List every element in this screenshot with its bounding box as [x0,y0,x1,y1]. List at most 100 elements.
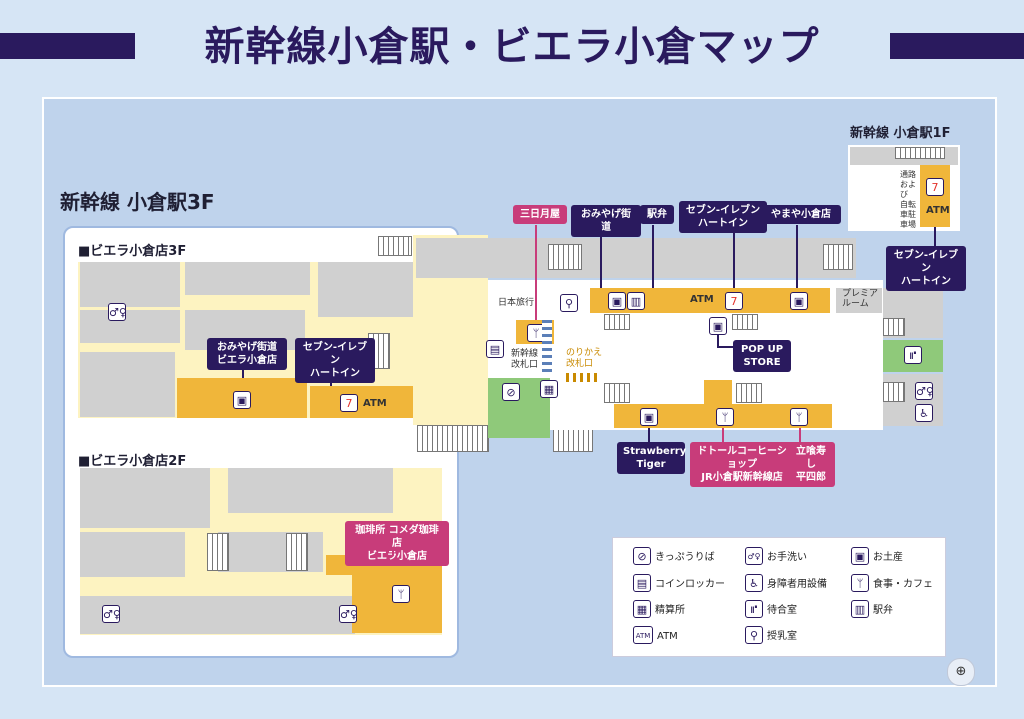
shop-block [228,468,393,513]
food-cafe-icon: ᛘ [392,585,410,603]
floor-title-1f: 新幹線 小倉駅1F [850,126,951,141]
leader-line [242,366,244,378]
shop-block [80,532,185,577]
legend-label: 食事・カフェ [873,579,933,590]
legend-item-fare-adjustment: ▦ 精算所 [633,600,685,621]
leader-line [733,233,735,288]
transfer-gate-text: のりかえ 改札口 [566,348,603,369]
waiting-room-icon: ⑈ [904,346,922,364]
legend-label: ATM [657,631,678,642]
legend-item-food-cafe: ᛘ 食事・カフェ [851,574,933,595]
shop-block [80,262,180,307]
coin-locker-icon: ▤ [486,340,504,358]
shop-block [80,596,355,634]
leader-line [652,225,654,288]
legend-label: 駅弁 [873,605,893,616]
atm-icon: ATM [633,626,653,644]
label-omiyage-biera: おみやげ街道 ビエラ小倉店 [207,338,287,370]
leader-line [722,428,724,442]
fare-adjustment-icon: ▦ [633,600,651,618]
label-seven-eleven: セブン-イレブン ハートイン [679,201,767,233]
souvenir-icon: ▣ [851,547,869,565]
label-seven-1f: セブン-イレブン ハートイン [886,246,966,291]
stairs [732,314,758,330]
restroom-icon: ♂♀ [745,547,763,565]
legend-item-souvenir: ▣お土産 [851,547,903,568]
shop-block [80,310,180,343]
shop-seven-biera[interactable] [310,386,413,418]
atm-text: ATM [690,294,714,305]
restroom-icon: ♂♀ [108,303,127,321]
stairs [604,314,630,330]
shop-seven-1f[interactable] [920,165,950,227]
seven-eleven-icon: 7 [340,394,358,412]
legend-label: 精算所 [655,605,685,616]
premium-room [836,288,882,313]
ticket-office-icon: ⊘ [633,547,651,565]
shop-doutor-ext[interactable] [704,380,732,406]
zoom-in-button[interactable]: ⊕ [947,658,975,686]
ticket-office-icon: ⊘ [502,383,520,401]
legend-item-restroom: ♂♀ お手洗い [745,547,807,568]
biera-2f-title: ■ビエラ小倉店2F [78,454,187,469]
legend-label: お手洗い [767,552,807,563]
restroom-icon: ♂♀ [915,382,934,400]
label-strawberry-tiger: Strawberry Tiger [617,442,686,474]
transfer-gate [566,373,600,382]
legend-item-atm: ATM ATM [633,626,678,647]
souvenir-icon: ▣ [640,408,658,426]
leader-line [392,547,394,555]
restroom-icon: ♂♀ [102,605,121,623]
food-cafe-icon: ᛘ [790,408,808,426]
label-seven-biera: セブン-イレブン ハートイン [295,338,375,383]
souvenir-icon: ▣ [233,391,251,409]
shop-block [185,262,310,295]
premium-room-text: プレミア ルーム [842,289,879,309]
accessible-restroom-icon: ♿ [745,574,763,592]
shop-block [318,262,413,317]
label-komeda: 珈琲所 コメダ珈琲店 ビエラ小倉店 [345,521,449,566]
ekiben-icon: ▥ [627,292,645,310]
legend-label: 待合室 [767,605,797,616]
page-title: 新幹線小倉駅・ビエラ小倉マップ [204,24,820,70]
souvenir-icon: ▣ [709,317,727,335]
leader-line [648,428,650,442]
shop-block [80,352,175,417]
souvenir-icon: ▣ [790,292,808,310]
label-popup-store: POP UP STORE [733,340,791,372]
stairs [883,318,905,336]
accessible-restroom-icon: ♿ [915,404,933,422]
food-cafe-icon: ᛘ [716,408,734,426]
seven-eleven-icon: 7 [926,178,944,196]
shinkansen-gate [542,320,552,372]
stairs [378,236,412,256]
legend-item-coin-locker: ▤ コインロッカー [633,574,725,595]
shop-block [80,468,210,528]
stairs [823,244,853,270]
legend-item-ekiben: ▥ 駅弁 [851,600,893,621]
stairs [548,244,582,270]
stairs [286,533,308,571]
legend-label: きっぷうりば [655,552,715,563]
title-bar-left [0,33,135,59]
stairs [207,533,229,571]
coin-locker-icon: ▤ [633,574,651,592]
label-yamaya: やまや小倉店 [761,205,841,224]
legend-label: コインロッカー [655,579,725,590]
legend-label: 授乳室 [767,631,797,642]
shinkansen-gate-text: 新幹線 改札口 [511,349,539,370]
food-cafe-icon: ᛘ [851,574,869,592]
label-doutor: ドトールコーヒーショップ JR小倉駅新幹線店 [690,442,794,487]
stairs [736,383,762,403]
bicycle-parking-text: 通路および 自転車駐車場 [900,170,916,229]
legend-item-nursing-room: ⚲授乳室 [745,626,797,647]
platform-area [416,238,856,278]
biera-3f-title: ■ビエラ小倉店3F [78,244,187,259]
leader-line [330,366,332,386]
ekiben-icon: ▥ [851,600,869,618]
leader-line [717,335,719,347]
label-omiyage-kaido: おみやげ街道 [571,205,641,237]
stairs [895,147,945,159]
leader-line [600,225,602,288]
